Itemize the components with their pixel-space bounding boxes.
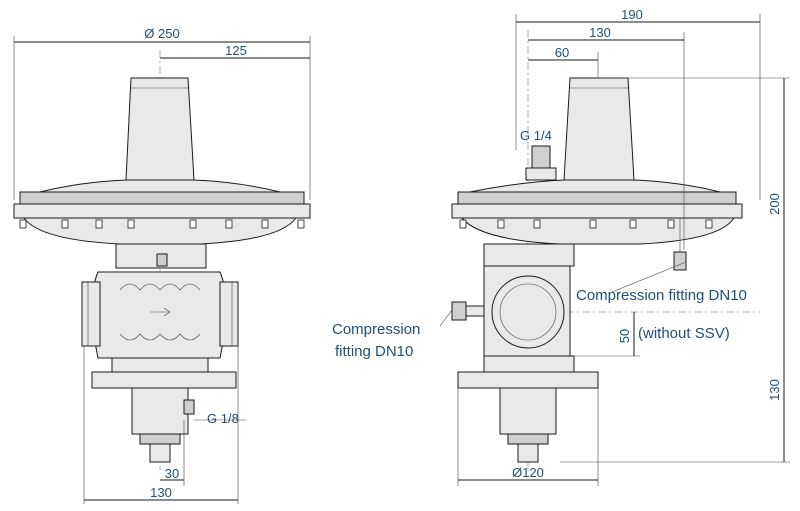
front-outlet-connection: [219, 281, 239, 347]
front-ssv-actuator: [131, 387, 189, 435]
front-dome: [125, 77, 195, 181]
label-compression-fitting-left-line1: Compression: [332, 321, 420, 338]
side-lower-flange: [457, 371, 599, 389]
label-without-ssv: (without SSV): [638, 325, 730, 342]
front-g18-port: [183, 399, 195, 415]
label-compression-fitting-left-line2: fitting DN10: [335, 343, 413, 360]
side-compression-fitting-left: [451, 301, 467, 321]
label-g-1-4: G 1/4: [520, 128, 552, 143]
side-view: 190 130 60 G 1/4 200 50 130 Ø120 Compres…: [332, 7, 790, 486]
front-valve-body: [91, 271, 227, 359]
label-compression-fitting-right: Compression fitting DN10: [576, 287, 747, 304]
front-flange-bolts: [19, 219, 305, 229]
dim-diameter-120: Ø120: [512, 465, 544, 480]
dim-60: 60: [555, 45, 569, 60]
side-flange-bolts: [459, 219, 713, 229]
front-dome-flare: [39, 179, 281, 193]
dim-50: 50: [617, 329, 632, 343]
front-view: Ø 250 125 G 1/8 30 130: [13, 26, 311, 504]
front-flange: [13, 203, 311, 219]
dim-30: 30: [165, 466, 179, 481]
dim-130-front: 130: [150, 485, 172, 500]
dim-190: 190: [621, 7, 643, 22]
dim-130-side: 130: [589, 25, 611, 40]
side-valve-port: [491, 275, 565, 349]
dim-125: 125: [225, 43, 247, 58]
dim-130-vertical: 130: [767, 379, 782, 401]
front-inlet-connection: [81, 281, 101, 347]
label-g-1-8: G 1/8: [207, 411, 239, 426]
front-lower-flange: [91, 371, 237, 389]
side-dome: [563, 77, 635, 181]
dim-diameter-250: Ø 250: [144, 26, 179, 41]
dim-200: 200: [767, 193, 782, 215]
side-ssv-actuator: [499, 387, 557, 435]
side-flange: [451, 203, 743, 219]
side-compression-fitting-right: [673, 251, 687, 271]
